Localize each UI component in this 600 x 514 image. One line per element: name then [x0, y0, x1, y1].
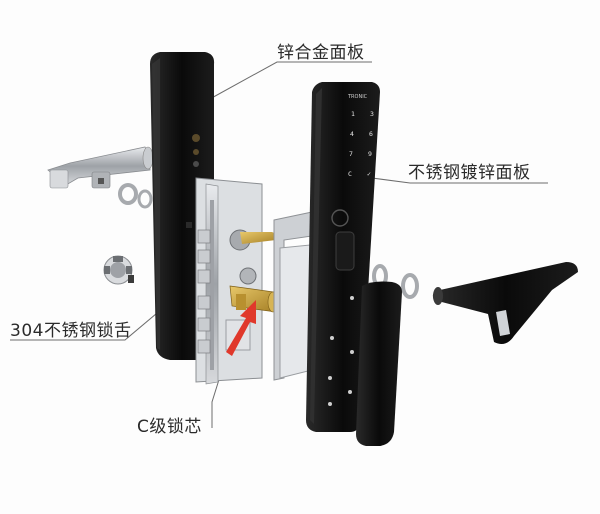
panel-screw-holes [328, 296, 354, 406]
keypad-key: 9 [368, 150, 372, 158]
front-lever-handle [432, 262, 578, 344]
keypad-key: 1 [351, 110, 355, 118]
back-handle [47, 146, 154, 189]
brass-spindle [240, 232, 277, 244]
keypad-key: C [348, 170, 352, 178]
stainless-latch-bolts [197, 229, 211, 354]
keypad-key: 3 [370, 110, 374, 118]
sliding-battery-cover [356, 281, 402, 446]
callout-zinc-alloy-panel: 锌合金面板 [277, 43, 365, 63]
keypad-key: ✓ [367, 170, 371, 178]
thumb-turn-knob [103, 255, 134, 285]
rosette-rings-left [118, 183, 153, 209]
callout-stainless-latch: 304不锈钢锁舌 [10, 321, 132, 341]
keypad: 1 3 4 6 7 9 C ✓ [348, 110, 374, 178]
mortise-lock-body [195, 177, 263, 385]
callout-stainless-plated-panel: 不锈钢镀锌面板 [408, 163, 531, 183]
keypad-key: 6 [369, 130, 373, 138]
keypad-key: 7 [349, 150, 353, 158]
red-indicator-arrow [226, 300, 256, 356]
callout-c-grade-core: C级锁芯 [137, 417, 202, 437]
panel-logo-text: TRONIC [347, 94, 368, 100]
keypad-key: 4 [350, 130, 354, 138]
